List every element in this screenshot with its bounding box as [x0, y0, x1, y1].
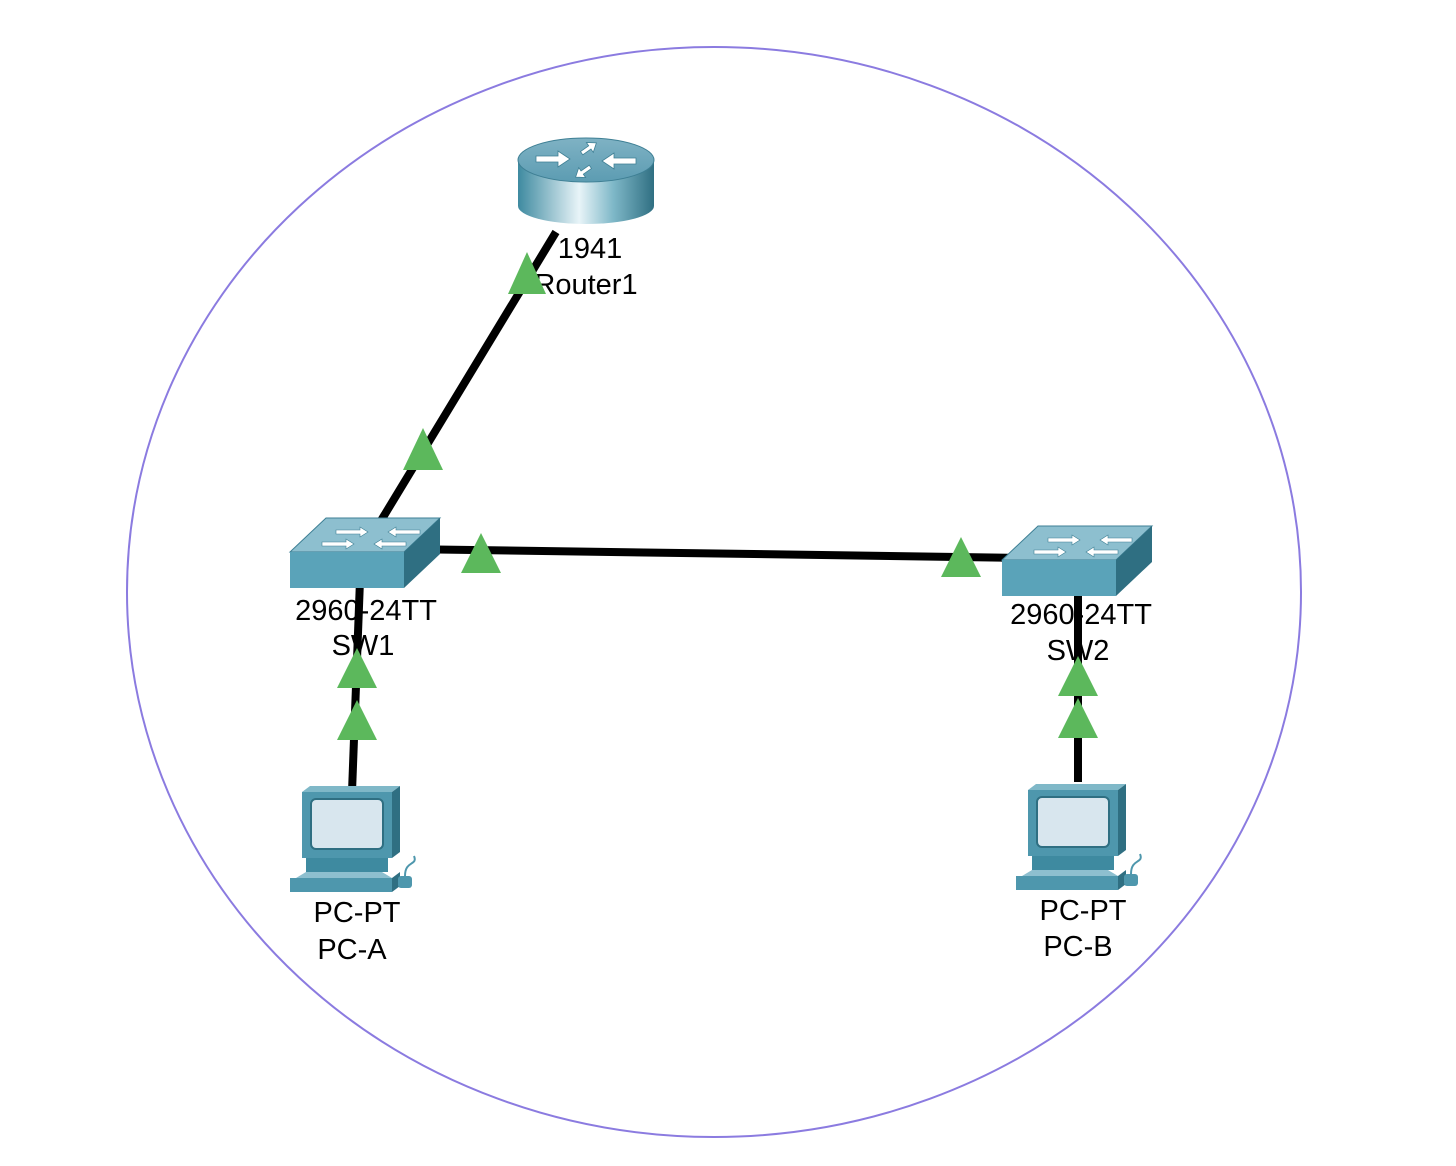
sw2-model-label: 2960-24TT	[1010, 599, 1152, 631]
router1-model-label: 1941	[558, 233, 623, 265]
sw1-device[interactable]: 2960-24TT SW1	[288, 517, 442, 662]
router1-name-label: Router1	[534, 269, 637, 301]
link-up-indicator-sw2-sw1-side	[941, 537, 981, 577]
pcb-model-label: PC-PT	[1040, 895, 1127, 927]
pc-icon	[1016, 784, 1142, 890]
link-up-indicator-router1-side	[508, 252, 546, 294]
link-up-indicator-sw1-sw2-side	[461, 533, 501, 573]
sw1-model-label: 2960-24TT	[295, 595, 437, 627]
pca-name-label: PC-A	[317, 934, 387, 966]
switch-icon	[1000, 525, 1154, 596]
area-boundary-circle	[126, 46, 1302, 1138]
link-indicators	[337, 252, 1098, 740]
link-up-indicator-pca-side	[337, 700, 377, 740]
pca-device[interactable]: PC-PT PC-A	[290, 786, 416, 966]
pc-icon	[290, 786, 416, 892]
sw1-name-label: SW1	[332, 630, 395, 662]
sw2-device[interactable]: 2960-24TT SW2	[1000, 525, 1154, 667]
switch-icon	[288, 517, 442, 588]
link-sw1-sw2[interactable]	[399, 545, 1031, 562]
links-layer	[348, 229, 1082, 793]
link-up-indicator-pcb-side	[1058, 698, 1098, 738]
router-icon	[517, 137, 655, 224]
pca-model-label: PC-PT	[314, 897, 401, 929]
link-up-indicator-sw1-pca-side	[337, 648, 377, 688]
link-up-indicator-sw2-pcb-side	[1058, 656, 1098, 696]
pcb-name-label: PC-B	[1043, 931, 1112, 963]
router1-device[interactable]: 1941 Router1	[517, 137, 655, 301]
pcb-device[interactable]: PC-PT PC-B	[1016, 784, 1142, 963]
link-up-indicator-sw1-router-side	[403, 428, 443, 470]
